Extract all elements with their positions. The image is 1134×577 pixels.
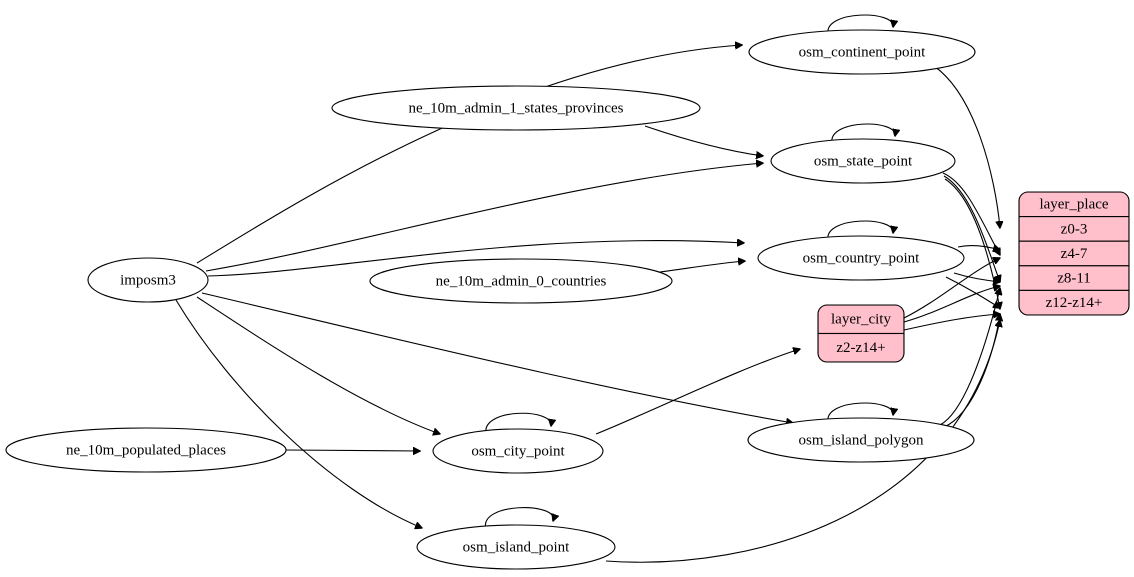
node-shape-osm_state_point (770, 138, 956, 184)
node-osm_state_point[interactable]: osm_state_point (770, 138, 956, 184)
edges-layer (175, 14, 1000, 563)
record-cell-label-layer_place-2: z4-7 (1061, 246, 1088, 262)
node-osm_city_point[interactable]: osm_city_point (432, 428, 604, 474)
record-cell-layer_place-2[interactable] (1019, 240, 1129, 267)
node-shape-osm_island_polygon (747, 417, 975, 463)
node-osm_island_polygon[interactable]: osm_island_polygon (747, 417, 975, 463)
node-osm_country_point[interactable]: osm_country_point (757, 235, 965, 281)
record-cell-label-layer_place-0: layer_place (1039, 197, 1108, 213)
edge-imposm3-osm_state_point (205, 163, 763, 272)
edge-imposm3-osm_country_point (207, 241, 744, 277)
node-shape-osm_continent_point (748, 29, 976, 75)
edge-layer_city-layer_place-z4-7 (903, 258, 1000, 319)
edge-osm_country_point-layer_place-z8-11 (953, 272, 1000, 282)
node-label-osm_island_point: osm_island_point (463, 539, 571, 555)
record-node-layer_city[interactable]: layer_city z2-z14+ (817, 304, 905, 363)
node-shape-osm_city_point (432, 428, 604, 474)
record-cell-label-layer_place-4: z12-z14+ (1046, 295, 1103, 311)
node-shape-ne_10m_populated_places (5, 427, 287, 473)
edge-imposm3-osm_city_point (196, 296, 440, 434)
nodes-layer: imposm3 ne_10m_admin_1_states_provincesne… (5, 29, 976, 570)
edge-states_provinces-osm_state_point (644, 125, 763, 156)
record-node-layer_place[interactable]: layer_place z0-3 z4-7 z8-11 z12-z14+ (1018, 191, 1130, 316)
edge-imposm3-osm_island_polygon (201, 292, 793, 423)
edge-self-osm_continent_point (827, 14, 893, 35)
edge-osm_island_polygon-layer_place-z12-z14 (943, 314, 1000, 428)
record-cell-layer_place-1[interactable] (1019, 216, 1129, 242)
edge-osm_island_polygon-layer_place-z8-11 (939, 288, 1000, 426)
edge-osm_state_point-layer_place-z4-7 (942, 172, 1000, 255)
record-cell-label-layer_city-1: z2-z14+ (836, 340, 885, 356)
node-label-ne_10m_populated_places: ne_10m_populated_places (66, 442, 226, 458)
node-ne_10m_admin_0_countries[interactable]: ne_10m_admin_0_countries (369, 258, 673, 304)
node-label-ne_10m_admin_0_countries: ne_10m_admin_0_countries (436, 273, 607, 289)
record-cell-label-layer_place-1: z0-3 (1061, 221, 1088, 237)
node-label-osm_continent_point: osm_continent_point (799, 44, 926, 60)
record-cell-layer_place-0[interactable] (1019, 192, 1129, 218)
edge-self-osm_island_polygon (827, 402, 893, 423)
edge-layer_city-layer_place-z12-z14 (903, 314, 1000, 331)
node-imposm3[interactable]: imposm3 (87, 257, 209, 303)
node-label-osm_city_point: osm_city_point (471, 443, 565, 459)
edge-osm_city_point-layer_city-z2-z14 (595, 349, 800, 435)
record-cell-layer_city-1[interactable] (818, 332, 904, 363)
node-shape-osm_country_point (757, 235, 965, 281)
edge-self-osm_island_point (485, 507, 553, 530)
node-ne_10m_admin_1_states_provinces[interactable]: ne_10m_admin_1_states_provinces (331, 85, 701, 131)
record-cell-label-layer_city-0: layer_city (831, 312, 891, 328)
edge-osm_state_point-layer_place-z8-11 (943, 175, 1000, 282)
node-label-osm_country_point: osm_country_point (803, 250, 920, 266)
edge-osm_continent_point-layer_place-z0-3 (933, 65, 1000, 228)
node-shape-ne_10m_admin_1_states_provinces (331, 85, 701, 131)
records-layer: layer_place z0-3 z4-7 z8-11 z12-z14+ layer_ci… (817, 191, 1130, 363)
node-label-imposm3: imposm3 (120, 272, 176, 288)
edge-imposm3-osm_island_point (175, 299, 422, 528)
record-outline-layer_city (817, 304, 905, 363)
edge-populated_places-osm_city_point (285, 450, 420, 451)
edge-countries-osm_country_point (659, 261, 745, 273)
edge-osm_island_point-layer_place-z12-z14 (605, 320, 1000, 563)
edge-self-osm_state_point (831, 123, 895, 144)
node-label-osm_state_point: osm_state_point (814, 153, 913, 169)
edge-layer_city-layer_place-z8-11 (903, 286, 1000, 323)
edge-osm_country_point-layer_place-z4-7 (957, 246, 1000, 250)
node-shape-osm_island_point (416, 524, 616, 570)
node-label-osm_island_polygon: osm_island_polygon (798, 432, 924, 448)
node-shape-imposm3 (87, 257, 209, 303)
edge-self-osm_country_point (827, 220, 893, 241)
edge-imposm3-osm_continent_point (196, 45, 742, 264)
edge-osm_state_point-layer_place-z12-z14 (944, 178, 1000, 309)
node-osm_island_point[interactable]: osm_island_point (416, 524, 616, 570)
record-cell-label-layer_place-3: z8-11 (1057, 271, 1091, 287)
edge-self-osm_city_point (485, 412, 551, 434)
record-outline-layer_place (1018, 191, 1130, 316)
node-ne_10m_populated_places[interactable]: ne_10m_populated_places (5, 427, 287, 473)
node-shape-ne_10m_admin_0_countries (369, 258, 673, 304)
node-label-ne_10m_admin_1_states_provinces: ne_10m_admin_1_states_provinces (409, 100, 624, 116)
node-osm_continent_point[interactable]: osm_continent_point (748, 29, 976, 75)
